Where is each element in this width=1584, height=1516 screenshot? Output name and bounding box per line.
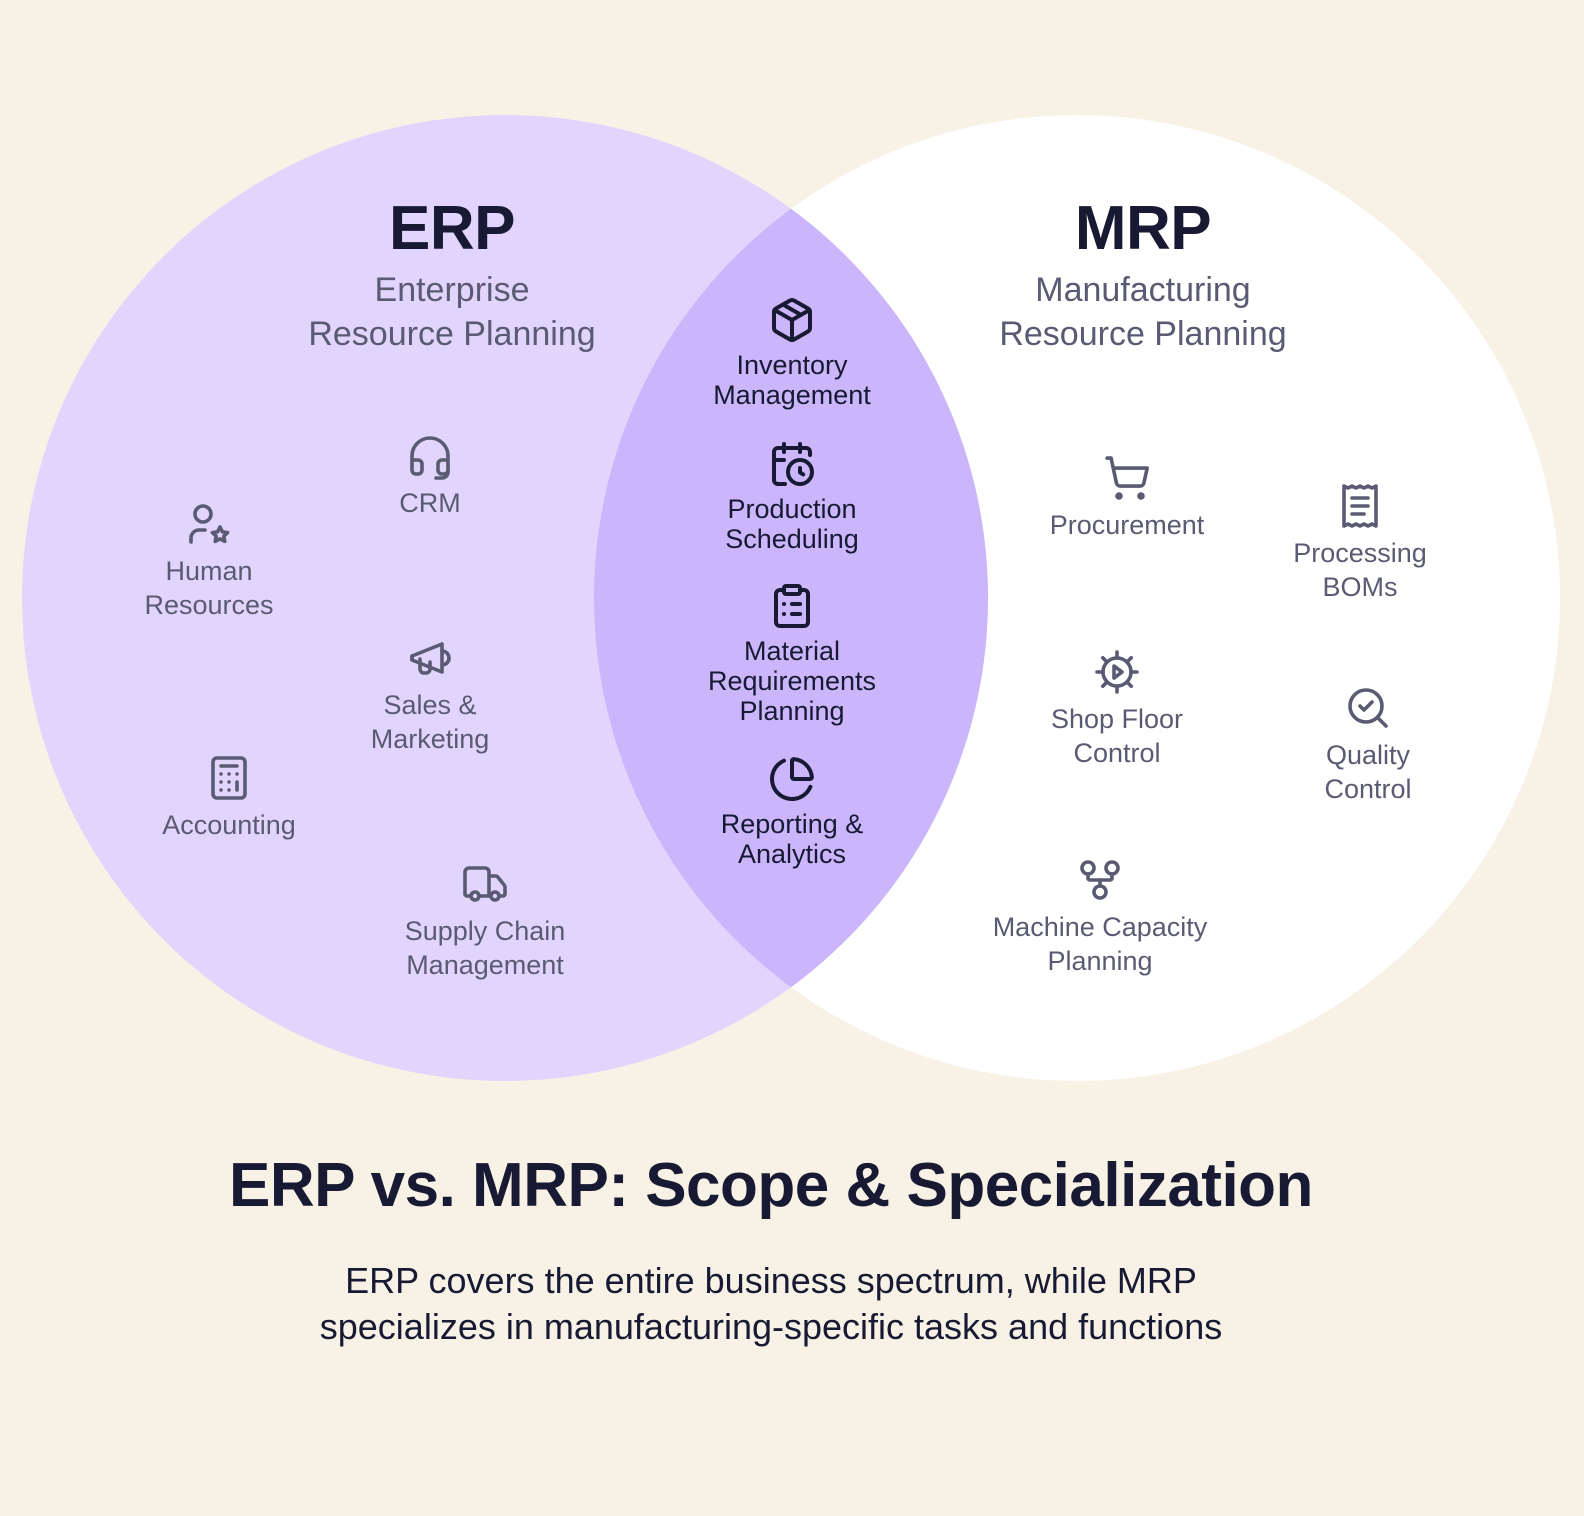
- mrp-subtitle: Manufacturing Resource Planning: [953, 268, 1333, 356]
- overlap-item-inventory: Inventory Management: [672, 296, 912, 410]
- page-title: ERP vs. MRP: Scope & Specialization: [229, 1151, 1313, 1220]
- erp-item-label: Human Resources: [144, 556, 274, 620]
- erp-item-supply-chain: Supply Chain Management: [370, 860, 600, 982]
- truck-icon: [463, 866, 507, 902]
- caption-line2: specializes in manufacturing-specific ta…: [319, 1306, 1223, 1347]
- overlap-item-label: Production Scheduling: [725, 494, 859, 554]
- mrp-item-machine-capacity: Machine Capacity Planning: [955, 856, 1245, 978]
- mrp-item-procurement: Procurement: [1017, 454, 1237, 542]
- erp-item-label: Accounting: [162, 810, 296, 840]
- overlap-item-label: Reporting & Analytics: [720, 809, 864, 869]
- mrp-item-quality-control: Quality Control: [1263, 684, 1473, 806]
- mrp-subtitle-line2: Resource Planning: [999, 315, 1287, 353]
- erp-item-crm: CRM: [330, 432, 530, 520]
- receipt-icon: [1342, 484, 1378, 528]
- mrp-item-label: Procurement: [1049, 510, 1205, 540]
- overlap-region: [594, 115, 988, 1081]
- clipboard-list-icon: [774, 584, 810, 628]
- shopping-cart-icon: [1105, 456, 1149, 500]
- overlap-item-production-scheduling: Production Scheduling: [672, 440, 912, 554]
- erp-subtitle-line2: Resource Planning: [308, 315, 596, 353]
- pie-chart-icon: [770, 757, 814, 801]
- mrp-item-processing-boms: Processing BOMs: [1255, 482, 1465, 604]
- mrp-item-shop-floor: Shop Floor Control: [1007, 648, 1227, 770]
- mrp-subtitle-line1: Manufacturing: [1035, 271, 1251, 309]
- erp-item-label: Sales & Marketing: [370, 690, 490, 754]
- overlap-item-label: Material Requirements Planning: [707, 636, 877, 726]
- mrp-item-label: Processing BOMs: [1293, 538, 1427, 602]
- erp-subtitle-line1: Enterprise: [374, 271, 530, 309]
- package-icon: [772, 298, 812, 342]
- user-star-icon: [189, 504, 230, 544]
- mrp-title: MRP: [1074, 194, 1212, 263]
- venn-diagram: [22, 115, 1560, 1081]
- calendar-clock-icon: [772, 442, 814, 486]
- calculator-icon: [211, 756, 247, 800]
- overlap-item-label: Inventory Management: [713, 350, 871, 410]
- mrp-item-label: Shop Floor Control: [1050, 704, 1184, 768]
- search-check-icon: [1348, 688, 1388, 728]
- erp-item-label: CRM: [399, 488, 461, 518]
- caption-line1: ERP covers the entire business spectrum,…: [345, 1260, 1197, 1301]
- megaphone-icon: [410, 642, 451, 675]
- git-fork-icon: [1080, 860, 1120, 900]
- mrp-item-label: Quality Control: [1324, 740, 1412, 804]
- mrp-item-label: Machine Capacity Planning: [992, 912, 1208, 976]
- erp-item-human-resources: Human Resources: [104, 500, 314, 622]
- headset-icon: [410, 436, 450, 480]
- gear-play-icon: [1095, 650, 1139, 694]
- page-caption: ERP covers the entire business spectrum,…: [0, 1258, 1542, 1350]
- erp-title: ERP: [389, 194, 515, 263]
- erp-item-sales-marketing: Sales & Marketing: [330, 634, 530, 756]
- overlap-item-reporting: Reporting & Analytics: [672, 755, 912, 869]
- overlap-item-mrp: Material Requirements Planning: [662, 582, 922, 726]
- erp-item-accounting: Accounting: [124, 754, 334, 842]
- erp-subtitle: Enterprise Resource Planning: [262, 268, 642, 356]
- erp-item-label: Supply Chain Management: [404, 916, 566, 980]
